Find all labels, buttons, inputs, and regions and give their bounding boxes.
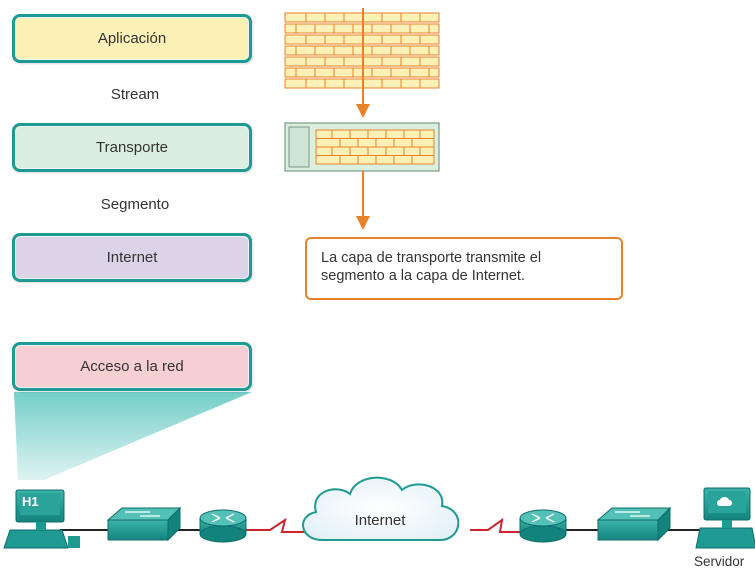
wan-serial-link-right (470, 517, 525, 533)
switch-right-icon (596, 506, 672, 542)
host-h1-icon (3, 489, 80, 549)
layer-internet: Internet (12, 233, 252, 282)
pdu-label-segment: Segmento (100, 196, 170, 213)
layer-internet-label: Internet (106, 249, 158, 266)
host-label: H1 (22, 494, 39, 509)
layer-transport-label: Transporte (96, 139, 168, 156)
internet-cloud-icon (302, 476, 460, 541)
internet-cloud-label: Internet (354, 512, 406, 529)
server-icon (695, 487, 755, 549)
wan-serial-link-left (245, 517, 310, 533)
router-left-icon (199, 509, 247, 543)
layer-application-label: Aplicación (97, 30, 167, 47)
layer-transport: Transporte (12, 123, 252, 172)
pdu-label-stream: Stream (110, 86, 160, 103)
switch-left-icon (106, 506, 182, 542)
router-right-icon (519, 509, 567, 543)
arrow-segment-to-internet (356, 171, 370, 230)
callout-line-1: La capa de transporte transmite el (321, 250, 542, 266)
layer-network-access: Acceso a la red (12, 342, 252, 391)
server-label: Servidor (694, 554, 745, 569)
explanation-callout: La capa de transporte transmite el segme… (305, 237, 623, 300)
layer-network-access-label: Acceso a la red (80, 358, 184, 375)
arrow-stream-to-segment (356, 8, 370, 118)
network-access-beam (14, 392, 252, 480)
segment-graphic (284, 122, 440, 172)
callout-line-2: segmento a la capa de Internet. (321, 268, 525, 284)
layer-application: Aplicación (12, 14, 252, 63)
